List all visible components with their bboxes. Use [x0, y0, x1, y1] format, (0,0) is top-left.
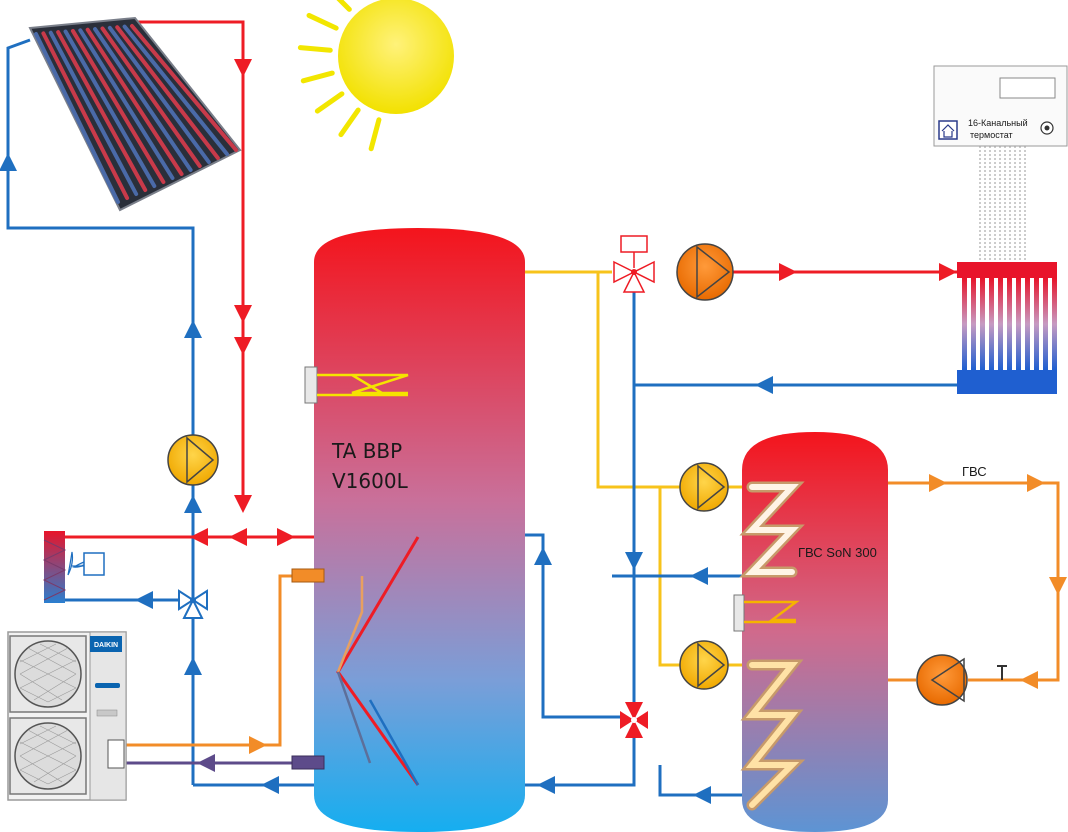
collector-tube	[41, 31, 130, 200]
sun-ray	[336, 0, 352, 12]
three-way-valve-icon	[178, 589, 208, 619]
solar-collector-icon	[28, 16, 242, 212]
collector-tube	[56, 30, 148, 192]
sun-ray	[338, 107, 361, 138]
collector-tube	[34, 32, 120, 204]
dhw-output-label: ГВС	[962, 464, 987, 479]
sun-ray	[314, 91, 345, 114]
manifold-loop	[1034, 278, 1039, 370]
main-tank-label-line1: TA BBP	[331, 439, 402, 463]
main-buffer-tank: TA BBP V1600L	[304, 228, 525, 832]
dhw-bottom-pipe	[658, 765, 742, 797]
hx-connector-orange	[291, 568, 325, 583]
dhw-heater-icon	[744, 600, 800, 624]
manifold-loop	[962, 278, 967, 370]
electric-heater-icon	[317, 373, 409, 397]
dhw-upper-coil	[739, 481, 805, 578]
pump-icon	[916, 654, 968, 706]
collector-tube	[63, 29, 157, 188]
collector-tube	[48, 30, 139, 196]
dhw-tank-label: ГВС SoN 300	[798, 545, 877, 560]
pump-icon	[679, 640, 729, 690]
underfloor-manifold-icon	[957, 262, 1057, 394]
yellow-branch-pipe	[596, 272, 680, 489]
main-tank-coil	[336, 536, 420, 786]
collector-tube	[107, 25, 211, 164]
manifold-loop	[980, 278, 985, 370]
fan-coil-icon	[42, 531, 105, 603]
manifold-loop	[1043, 278, 1048, 370]
sun-icon	[297, 0, 454, 152]
collector-tube	[70, 28, 166, 184]
blue-side-loop	[525, 533, 620, 719]
thermostat-label-line2: термостат	[970, 130, 1013, 140]
manifold-loop	[971, 278, 976, 370]
dhw-lower-coil	[740, 659, 806, 811]
dhw-output-pipe	[888, 481, 1060, 682]
hx-connector-purple	[291, 755, 325, 770]
tap-icon	[997, 665, 1007, 680]
sun-ray	[300, 70, 335, 84]
collector-tube	[115, 25, 220, 160]
pump-icon	[679, 462, 729, 512]
dhw-heater-mount	[733, 594, 745, 632]
heat-pump-outdoor-unit-icon: DAIKIN	[7, 631, 127, 801]
heatpump-orange-pipe	[118, 574, 300, 747]
pump-icon	[167, 434, 219, 486]
thermostat-icon: 16-Канальный термостат	[933, 65, 1068, 147]
solar-cold-pipe	[6, 38, 195, 785]
three-way-valve-icon	[613, 235, 655, 293]
thermostat-wires	[979, 146, 1026, 264]
manifold-loop	[989, 278, 994, 370]
manifold-loop	[998, 278, 1003, 370]
heatpump-brand-label: DAIKIN	[94, 642, 118, 649]
thermostat-label-line1: 16-Канальный	[968, 118, 1028, 128]
manifold-loop	[1016, 278, 1021, 370]
collector-tube	[93, 27, 193, 172]
collector-tube	[78, 28, 175, 180]
collector-tube	[85, 27, 184, 176]
sun-ray	[306, 12, 339, 31]
three-way-valve-icon	[620, 702, 648, 738]
manifold-loop	[1025, 278, 1030, 370]
pump-icon	[676, 243, 734, 301]
sun-ray	[368, 117, 382, 152]
heating-element-mount	[304, 366, 318, 404]
sun-ray	[297, 45, 333, 53]
collector-tube	[100, 26, 202, 168]
blue-header-pipe	[525, 290, 636, 787]
manifold-loop	[1052, 278, 1057, 370]
collector-tube	[130, 24, 238, 152]
collector-tube	[122, 24, 229, 156]
main-tank-label-line2: V1600L	[332, 469, 409, 493]
manifold-loop	[1007, 278, 1012, 370]
yellow-branch2	[658, 487, 680, 667]
